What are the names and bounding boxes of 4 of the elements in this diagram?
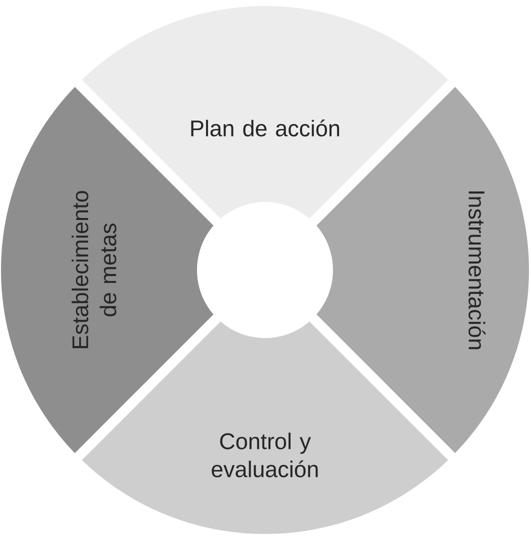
segment-label: Control y evaluación: [212, 432, 318, 478]
segment-label: Plan de acción: [191, 120, 340, 136]
segment-label: Instrumentación: [468, 191, 486, 350]
segment-label: Establecimiento de metas: [72, 190, 116, 348]
